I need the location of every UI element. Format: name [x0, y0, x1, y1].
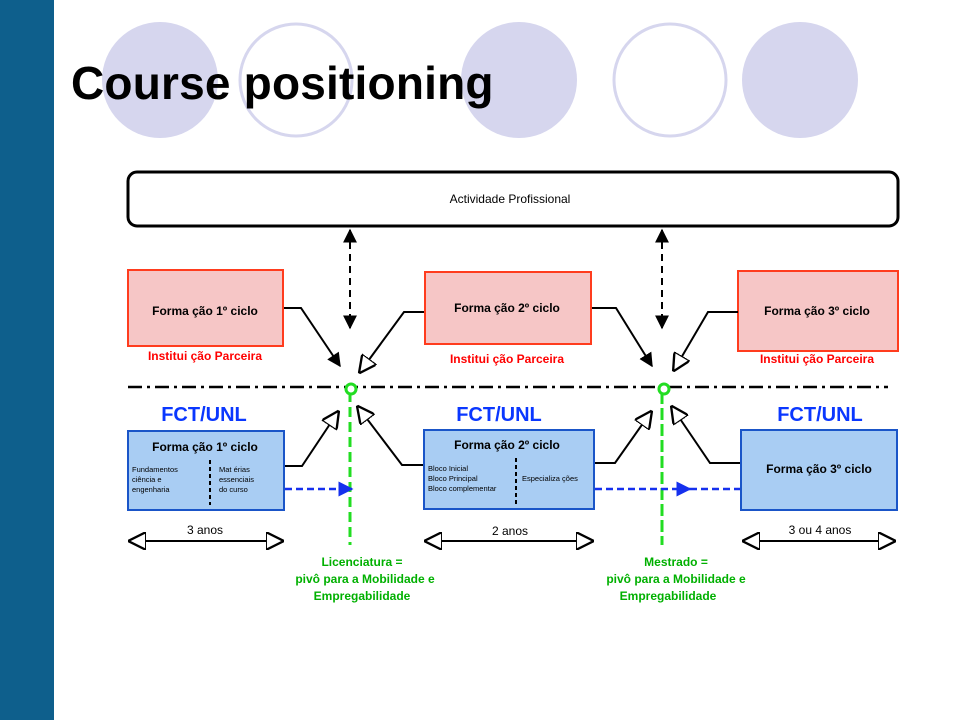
fct-cycle-box-3 — [740, 429, 898, 511]
duration-label-2: 2 anos — [492, 524, 528, 538]
transition-2-fct2-to-pivot — [595, 412, 651, 464]
transition-1-fct1-to-pivot — [285, 412, 338, 467]
partner-cycle-label-2: Forma ção 2º ciclo — [454, 301, 560, 315]
partner-caption-3: Institui ção Parceira — [760, 352, 874, 366]
professional-activity-label: Actividade Profissional — [450, 192, 571, 206]
fct-label-3: FCT/UNL — [777, 404, 863, 426]
pivot-node-1 — [344, 382, 358, 396]
fct1-left-line-3: engenharia — [132, 485, 170, 494]
deco-circle-5 — [742, 22, 858, 138]
pivot-caption-1-line-1: Licenciatura = — [321, 555, 402, 569]
fct-cycle-label-1: Forma ção 1º ciclo — [152, 440, 258, 454]
pivot-caption-1-line-2: pivô para a Mobilidade e — [295, 572, 435, 586]
transition-1-partner-to-pivot — [284, 307, 341, 368]
partner-cycle-label-3: Forma ção 3º ciclo — [764, 304, 870, 318]
pivot-caption-1-line-3: Empregabilidade — [314, 589, 411, 603]
deco-circle-2 — [238, 22, 354, 138]
fct2-left-line-2: Bloco Principal — [428, 474, 478, 483]
partner-caption-1: Institui ção Parceira — [148, 349, 262, 363]
fct-label-2: FCT/UNL — [456, 404, 542, 426]
deco-circle-1 — [102, 22, 218, 138]
sidebar-band — [0, 0, 54, 720]
duration-label-3: 3 ou 4 anos — [789, 523, 852, 537]
fct-label-1: FCT/UNL — [161, 404, 247, 426]
duration-label-1: 3 anos — [187, 523, 223, 537]
partner-cycle-label-1: Forma ção 1º ciclo — [152, 304, 258, 318]
transition-1-pivot-to-fct2 — [358, 407, 423, 466]
fct-cycle-label-2: Forma ção 2º ciclo — [454, 438, 560, 452]
fct-cycle-box-1 — [127, 430, 285, 511]
pivot-caption-2-line-2: pivô para a Mobilidade e — [606, 572, 746, 586]
fct1-right-line-1: Mat érias — [219, 465, 250, 474]
professional-activity-bar — [126, 170, 900, 228]
deco-circle-3 — [461, 22, 577, 138]
fct2-left-line-3: Bloco complementar — [428, 484, 497, 493]
transition-2-pivot-to-partner3 — [674, 311, 738, 370]
pivot-caption-2-line-3: Empregabilidade — [620, 589, 717, 603]
fct2-left-line-1: Bloco Inicial — [428, 464, 468, 473]
transition-2-partner-to-pivot — [592, 307, 653, 368]
deco-circle-4 — [612, 22, 728, 138]
pivot-caption-2-line-1: Mestrado = — [644, 555, 708, 569]
partner-caption-2: Institui ção Parceira — [450, 352, 564, 366]
fct1-right-line-2: essenciais — [219, 475, 254, 484]
fct-cycle-box-2 — [423, 429, 595, 510]
page-title: Course positioning — [71, 57, 494, 109]
partner-cycle-box-1 — [127, 269, 284, 347]
fct1-right-line-3: do curso — [219, 485, 248, 494]
fct1-left-line-1: Fundamentos — [132, 465, 178, 474]
partner-cycle-box-2 — [424, 271, 592, 345]
fct-cycle-label-3: Forma ção 3º ciclo — [766, 462, 872, 476]
fct1-left-line-2: ciência e — [132, 475, 162, 484]
transition-2-pivot-to-fct3 — [672, 407, 740, 464]
fct2-right-line-1: Especializa ções — [522, 474, 578, 483]
pivot-node-2 — [657, 382, 671, 396]
transition-1-pivot-to-partner2 — [360, 311, 424, 372]
